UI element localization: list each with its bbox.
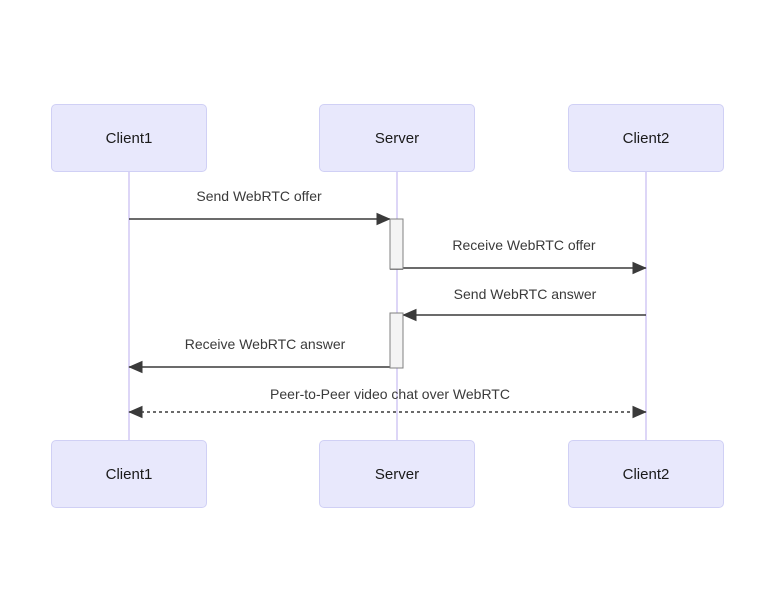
participant-label-client1-bottom: Client1 — [105, 465, 153, 483]
participant-box-client2-top[interactable]: Client2 — [568, 104, 724, 172]
participant-box-server-bottom[interactable]: Server — [319, 440, 475, 508]
participant-label-client2-top: Client2 — [622, 129, 670, 147]
message-label-send-webrtc-offer: Send WebRTC offer — [196, 188, 322, 204]
participant-label-server-bottom: Server — [374, 465, 420, 483]
participant-label-client2-bottom: Client2 — [622, 465, 670, 483]
participant-box-server-top[interactable]: Server — [319, 104, 475, 172]
server-activation-1 — [389, 218, 404, 270]
participant-box-client1-top[interactable]: Client1 — [51, 104, 207, 172]
messages-group — [128, 212, 647, 419]
server-activation-2 — [389, 312, 404, 369]
message-label-receive-webrtc-offer: Receive WebRTC offer — [452, 237, 596, 253]
participant-box-client2-bottom[interactable]: Client2 — [568, 440, 724, 508]
message-label-receive-webrtc-answer: Receive WebRTC answer — [184, 336, 346, 352]
lifelines-group — [128, 172, 647, 440]
participant-box-client1-bottom[interactable]: Client1 — [51, 440, 207, 508]
message-label-peer-to-peer-video-chat: Peer-to-Peer video chat over WebRTC — [270, 386, 510, 402]
activations-group — [389, 218, 404, 369]
participant-label-server-top: Server — [374, 129, 420, 147]
message-label-send-webrtc-answer: Send WebRTC answer — [453, 286, 597, 302]
participant-label-client1-top: Client1 — [105, 129, 153, 147]
